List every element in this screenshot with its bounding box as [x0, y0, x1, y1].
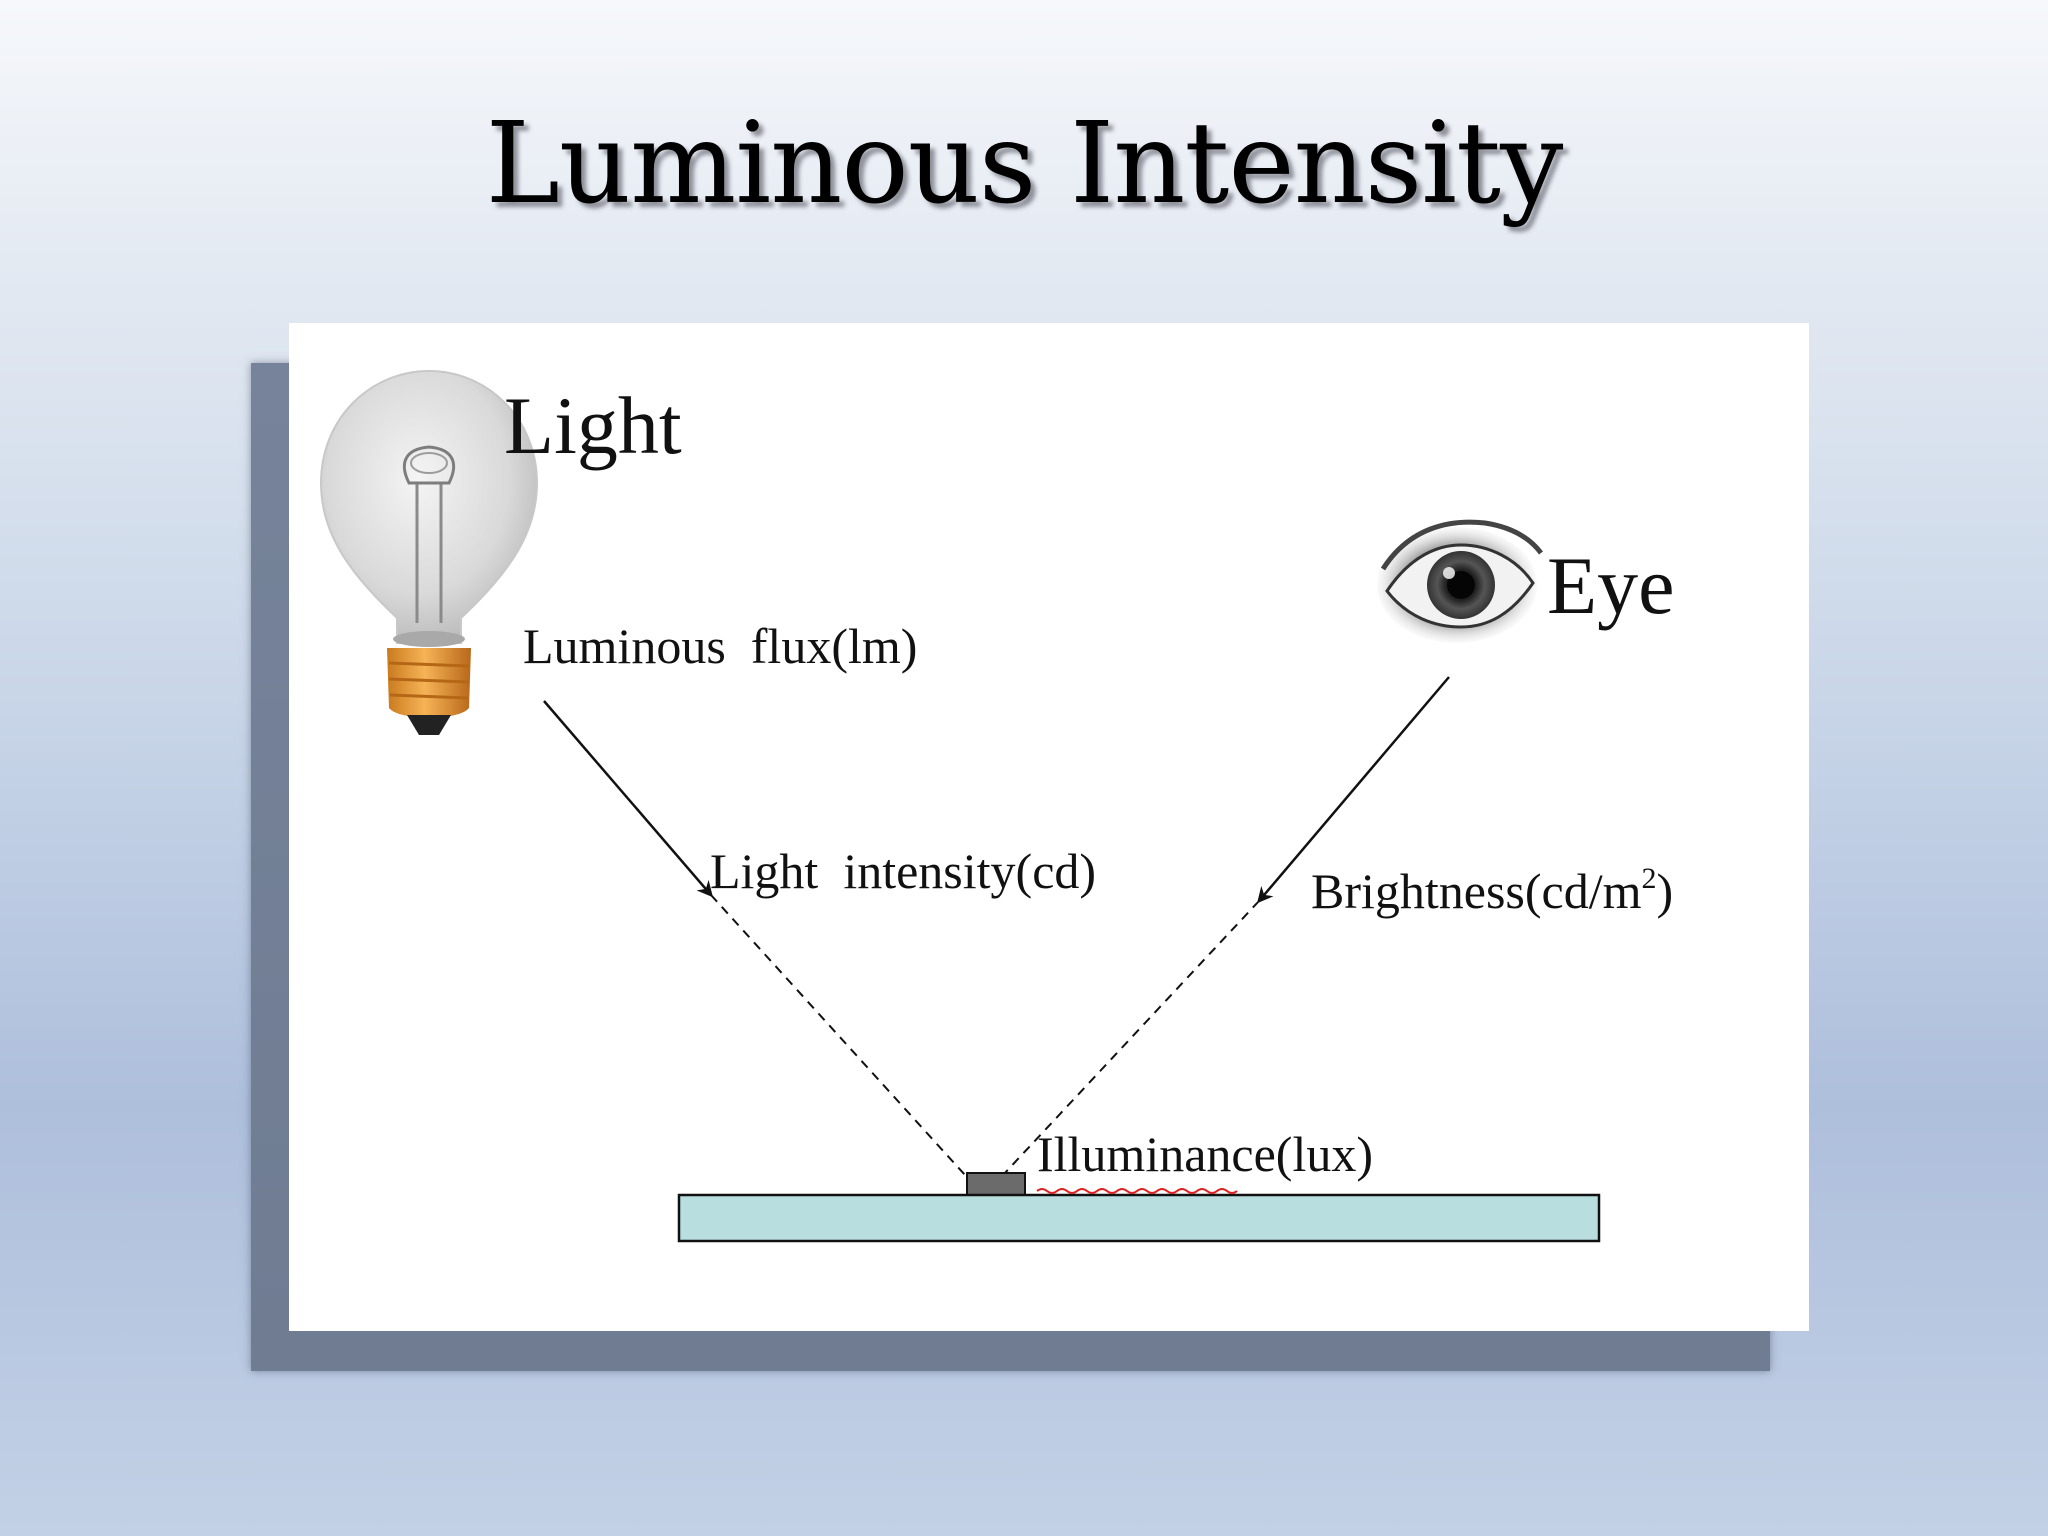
light-intensity-label: Light intensity(cd): [710, 843, 1096, 899]
brightness-arrow: [1257, 676, 1450, 904]
luminous-flux-arrow: [543, 700, 713, 898]
light-bulb-icon: [319, 369, 539, 735]
brightness-ray: [1002, 900, 1260, 1176]
eye-label: Eye: [1547, 540, 1674, 631]
surface-plane: [677, 1193, 1601, 1243]
eye-icon: [1377, 519, 1543, 643]
slide-title: Luminous Intensity: [485, 99, 1564, 229]
luminous-diagram: Light Eye Luminous flux(lm) Light intens…: [319, 369, 1674, 1243]
illuminance-label: Illuminance(lux): [1037, 1126, 1373, 1182]
brightness-label-main: Brightness(cd/m: [1311, 863, 1642, 919]
luminous-flux-label: Luminous flux(lm): [523, 618, 917, 674]
spellcheck-underline: [1036, 1188, 1238, 1194]
light-intensity-ray: [710, 894, 966, 1176]
brightness-label-close: ): [1657, 863, 1674, 919]
illuminated-target: [966, 1172, 1026, 1198]
brightness-superscript: 2: [1642, 862, 1657, 895]
brightness-label: Brightness(cd/m2): [1311, 862, 1673, 919]
diagram-panel: Light Eye Luminous flux(lm) Light intens…: [289, 323, 1809, 1331]
light-label: Light: [504, 380, 682, 471]
